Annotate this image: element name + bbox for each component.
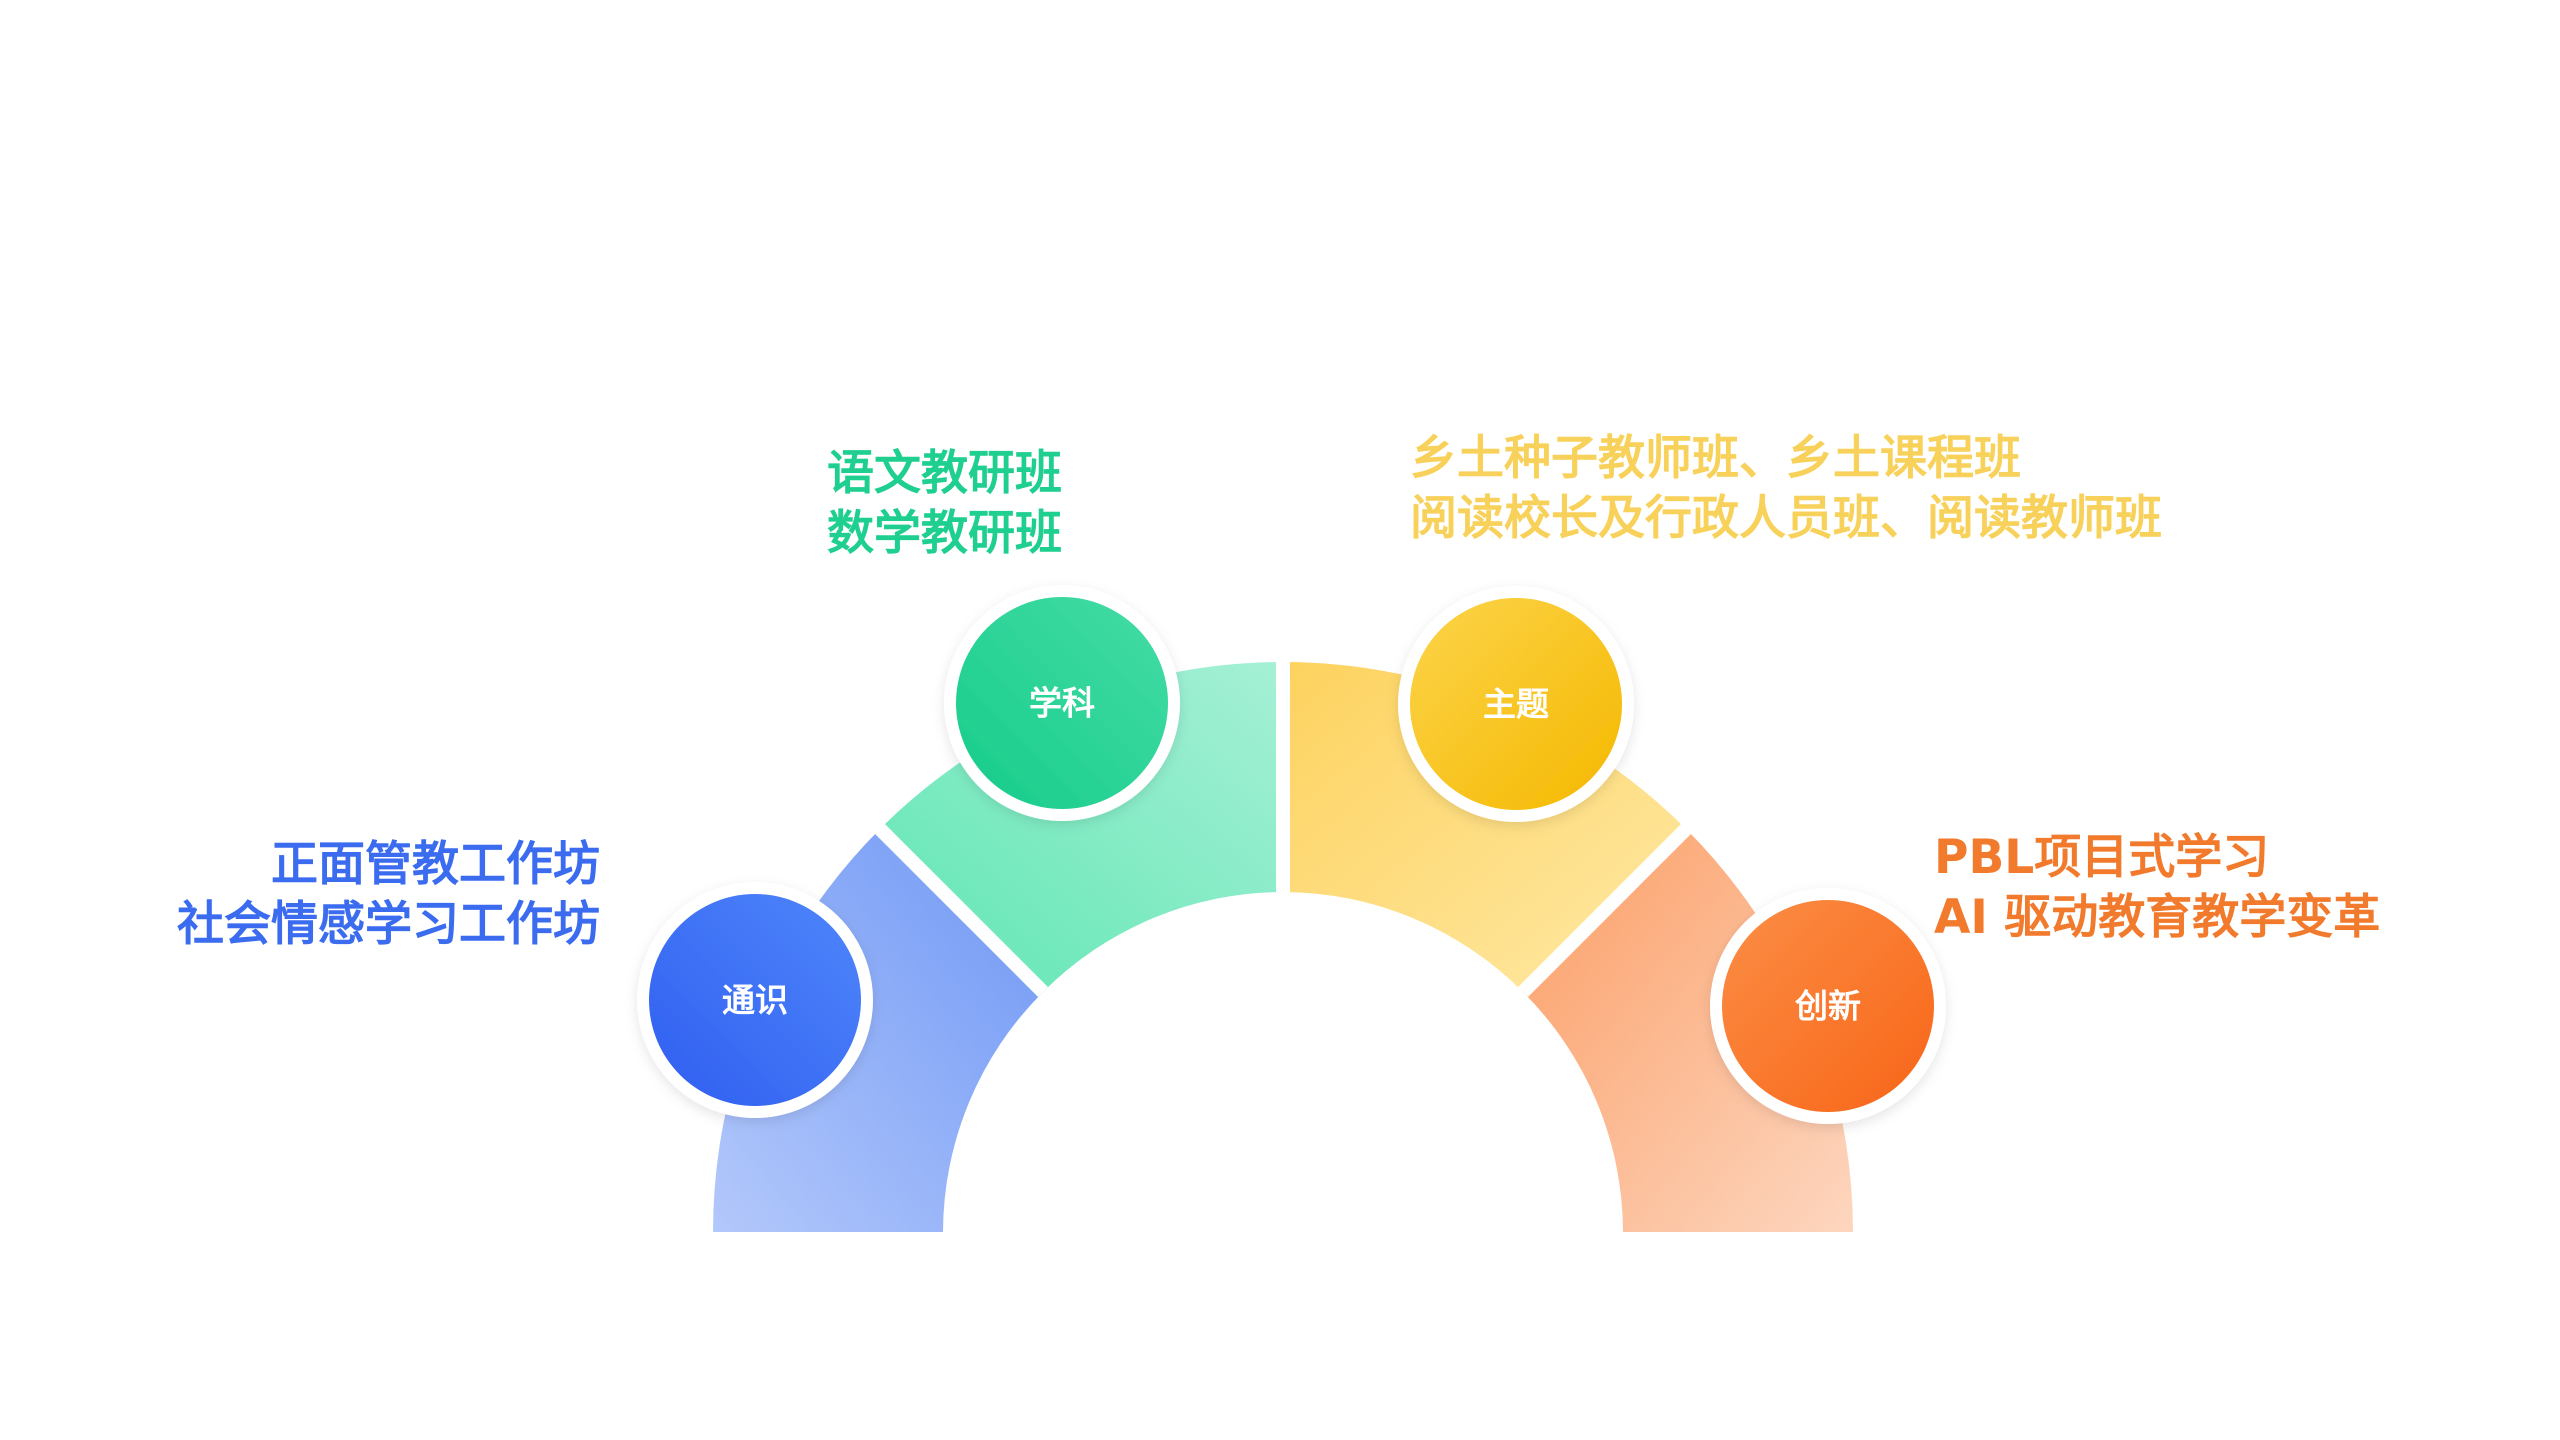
segment-general — [713, 829, 1043, 1232]
node-innovation-label: 创新 — [1794, 987, 1861, 1026]
general-description: 正面管教工作坊 社会情感学习工作坊 — [177, 835, 600, 955]
segment-separators — [865, 652, 1701, 997]
node-theme-circle — [1410, 598, 1622, 810]
node-general-circle — [649, 894, 861, 1106]
innovation-description: PBL项目式学习 AI 驱动教育教学变革 — [1934, 828, 2380, 948]
theme-line-1: 乡土种子教师班、乡土课程班 — [1410, 431, 2021, 486]
subject-line-1: 语文教研班 — [827, 446, 1062, 501]
theme-line-2: 阅读校长及行政人员班、阅读教师班 — [1410, 491, 2162, 546]
general-line-2: 社会情感学习工作坊 — [177, 897, 600, 952]
node-general-label: 通识 — [722, 981, 788, 1020]
node-subject: 学科 — [944, 585, 1180, 821]
segment-theme — [1283, 662, 1686, 992]
node-general: 通识 — [637, 882, 873, 1118]
segment-subject — [880, 662, 1283, 992]
node-theme: 主题 — [1398, 586, 1634, 822]
theme-description: 乡土种子教师班、乡土课程班 阅读校长及行政人员班、阅读教师班 — [1410, 429, 2162, 549]
innovation-line-1: PBL项目式学习 — [1934, 830, 2270, 885]
node-theme-label: 主题 — [1483, 685, 1549, 724]
node-innovation: 创新 — [1710, 888, 1946, 1124]
subject-line-2: 数学教研班 — [827, 506, 1062, 561]
node-innovation-circle — [1722, 900, 1934, 1112]
innovation-line-2: AI 驱动教育教学变革 — [1934, 890, 2381, 945]
node-subject-label: 学科 — [1029, 684, 1095, 723]
node-subject-circle — [956, 597, 1168, 809]
general-line-1: 正面管教工作坊 — [271, 837, 600, 892]
subject-description: 语文教研班 数学教研班 — [827, 444, 1062, 564]
segment-innovation — [1523, 829, 1853, 1232]
